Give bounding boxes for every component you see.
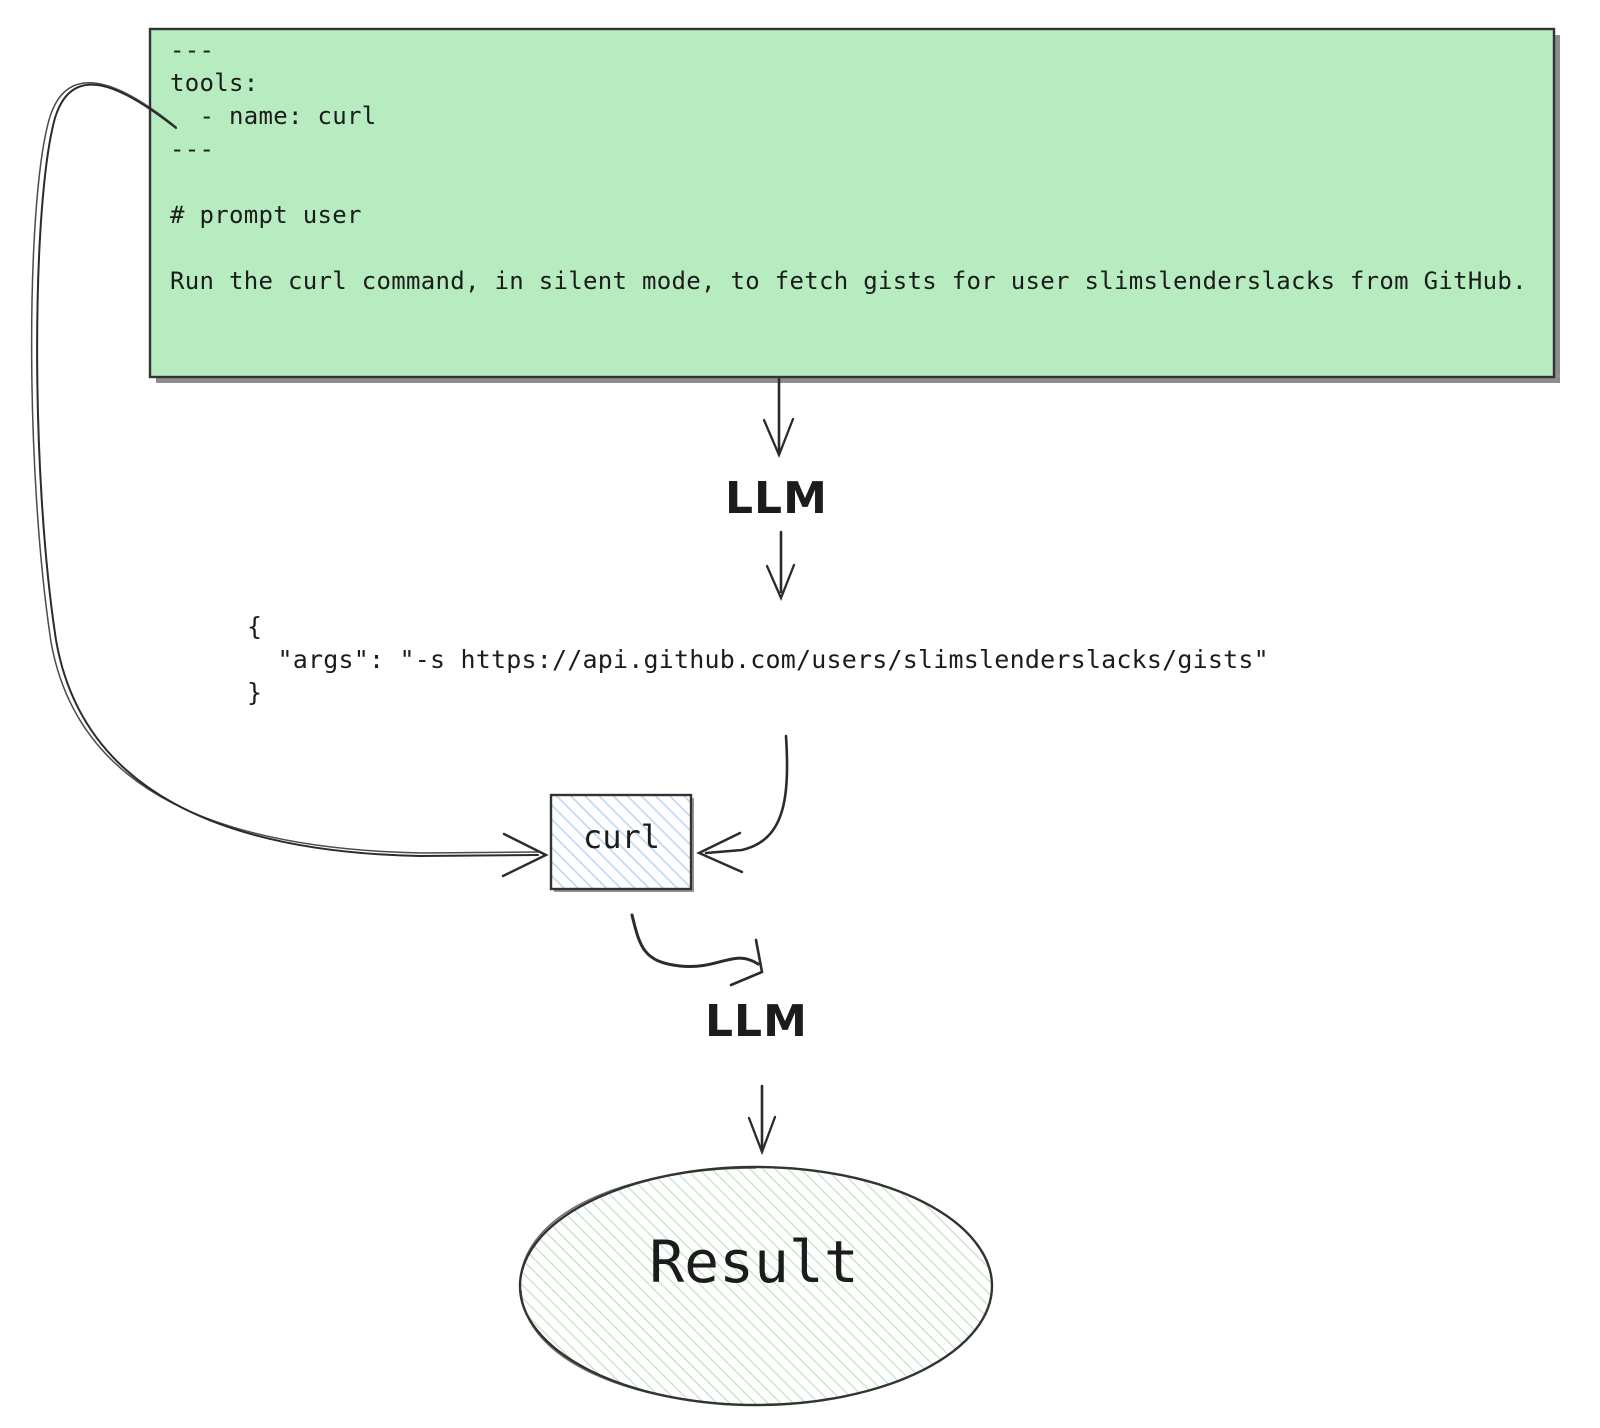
- edge-curl-to-llm: [630, 913, 764, 987]
- prompt-box-shape: [148, 27, 1560, 383]
- tool-node-label[interactable]: curl: [582, 818, 661, 856]
- result-node-label: Result: [649, 1228, 859, 1296]
- tool-call-json: { "args": "-s https://api.github.com/use…: [247, 612, 1269, 707]
- edge-prompt-to-llm: [762, 377, 795, 459]
- edge-json-to-curl: [696, 734, 789, 874]
- tool-node-shape[interactable]: [549, 793, 694, 892]
- result-node-shape[interactable]: [518, 1165, 994, 1407]
- edge-llm-to-result: [747, 1084, 777, 1156]
- edge-llm-to-json: [765, 530, 796, 601]
- llm-node-second: LLM: [705, 996, 808, 1047]
- prompt-box-content: --- tools: - name: curl --- # prompt use…: [170, 36, 1527, 295]
- llm-node-first: LLM: [725, 473, 828, 524]
- edge-tool-definition-to-curl: [30, 82, 549, 878]
